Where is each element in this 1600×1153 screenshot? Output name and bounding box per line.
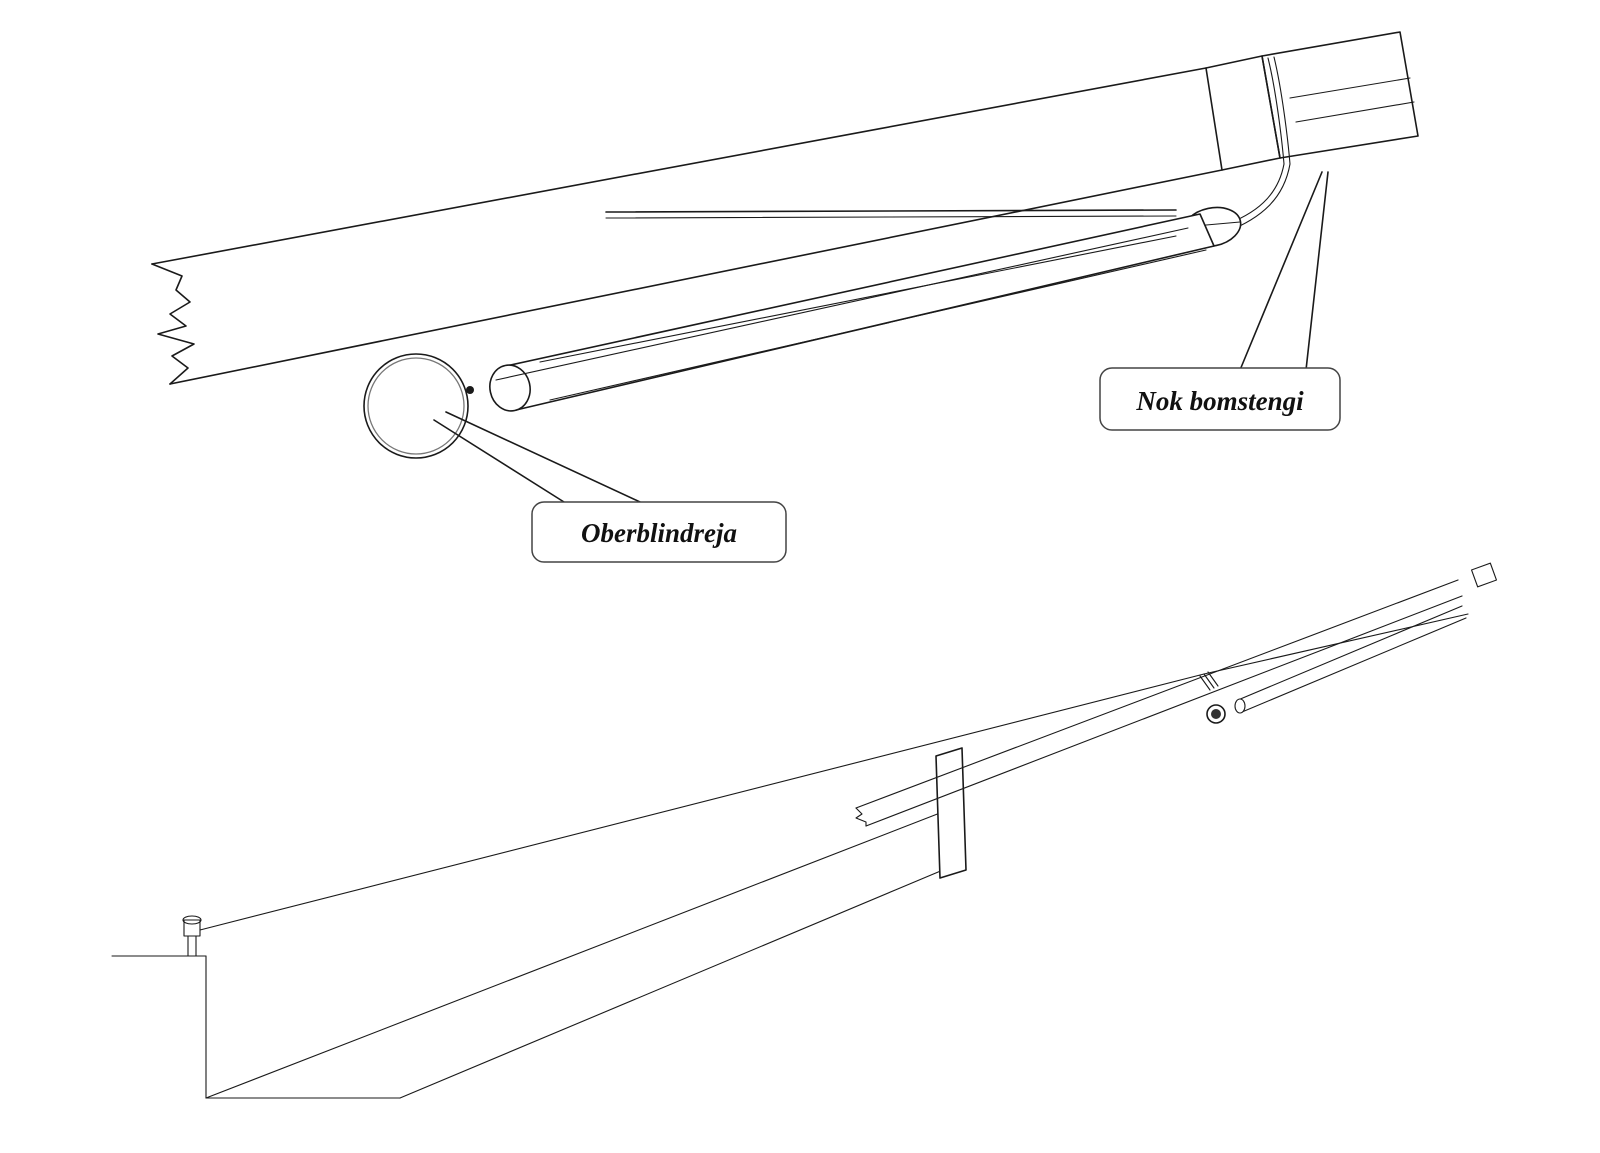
callout-nok-bomstengi: Nok bomstengi xyxy=(1099,171,1341,431)
stay-line-upper xyxy=(605,209,1177,213)
overview-boom-end xyxy=(1470,562,1498,588)
detail-view: Oberblindreja Nok bomstengi xyxy=(151,31,1419,563)
nok-bomstengi-spar xyxy=(1261,31,1419,159)
collar-loop xyxy=(1221,56,1291,233)
overview-jib-boom xyxy=(855,579,1463,827)
stay-line-lower xyxy=(605,215,1177,219)
callout-oberblindreja: Oberblindreja xyxy=(433,411,787,563)
bowsprit-cap xyxy=(935,747,967,879)
overview-yard xyxy=(1234,605,1467,714)
overview-yard-circle xyxy=(1206,704,1226,724)
yard-cylinder xyxy=(489,213,1215,412)
yard-section-circle xyxy=(363,353,474,459)
oberblindreja-label: Oberblindreja xyxy=(581,518,737,548)
boom-collar xyxy=(1205,55,1281,171)
bow-outline xyxy=(111,805,963,1099)
nok-bomstengi-label: Nok bomstengi xyxy=(1135,386,1304,416)
yard-stay xyxy=(1203,613,1469,675)
lashing xyxy=(1199,671,1219,691)
overview-view xyxy=(111,562,1498,1099)
deck-bitt xyxy=(182,915,202,957)
bowsprit-stay xyxy=(199,673,1205,931)
jib-boom xyxy=(151,67,1223,385)
